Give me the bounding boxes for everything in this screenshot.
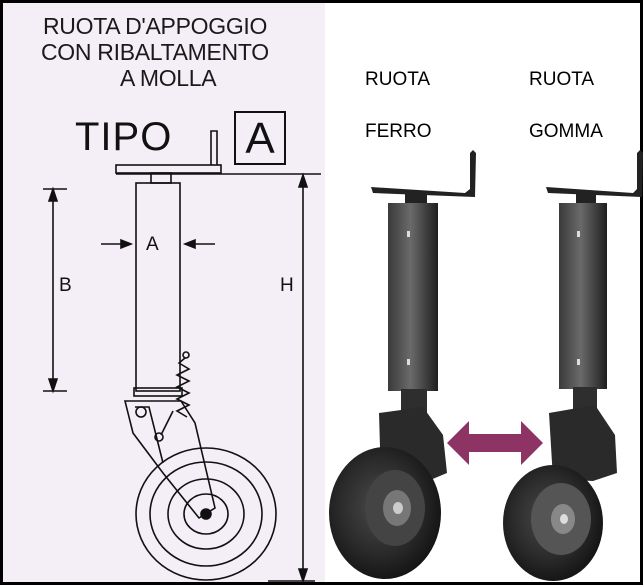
tube: [135, 182, 181, 392]
wheel-outer: [135, 447, 277, 581]
rubber-wheel-photo: [503, 150, 643, 581]
iron-wheel-photo: [329, 150, 476, 579]
tipo-label: TIPO: [75, 115, 173, 159]
iron-wheel-label-line-2: FERRO: [365, 121, 432, 142]
rubber-fork: [549, 405, 617, 481]
rubber-handle: [546, 150, 643, 197]
swap-arrow: [447, 421, 543, 465]
iron-hub: [393, 502, 403, 514]
handle-grip: [210, 130, 218, 165]
jockey-wheel-photos: [329, 150, 643, 581]
dimension-b-label: B: [59, 275, 72, 296]
pivot-bolt: [135, 406, 147, 418]
tube-foot: [133, 387, 183, 397]
spring: [175, 357, 191, 418]
rubber-wheel-label-line-2: GOMMA: [529, 121, 603, 142]
iron-handle: [371, 150, 476, 197]
diagram-title-line-2: CON RIBALTAMENTO: [41, 39, 269, 65]
rubber-wheel-label-line-1: RUOTA: [529, 69, 595, 90]
iron-wheel-label-line-1: RUOTA: [365, 69, 431, 90]
diagram-title-line-3: A MOLLA: [120, 65, 217, 91]
iron-outer-tube: [388, 203, 438, 391]
technical-drawing-panel: [3, 3, 325, 582]
jockey-wheel-drawing: [43, 130, 321, 584]
dimension-a-label: A: [146, 234, 159, 255]
dimension-h-label: H: [280, 275, 294, 296]
diagram-title-line-1: RUOTA D'APPOGGIO: [43, 13, 268, 39]
rubber-hub: [560, 514, 568, 524]
rubber-outer-tube: [559, 203, 607, 389]
tipo-value-box: A: [234, 111, 286, 165]
wheel-hub: [200, 508, 212, 520]
